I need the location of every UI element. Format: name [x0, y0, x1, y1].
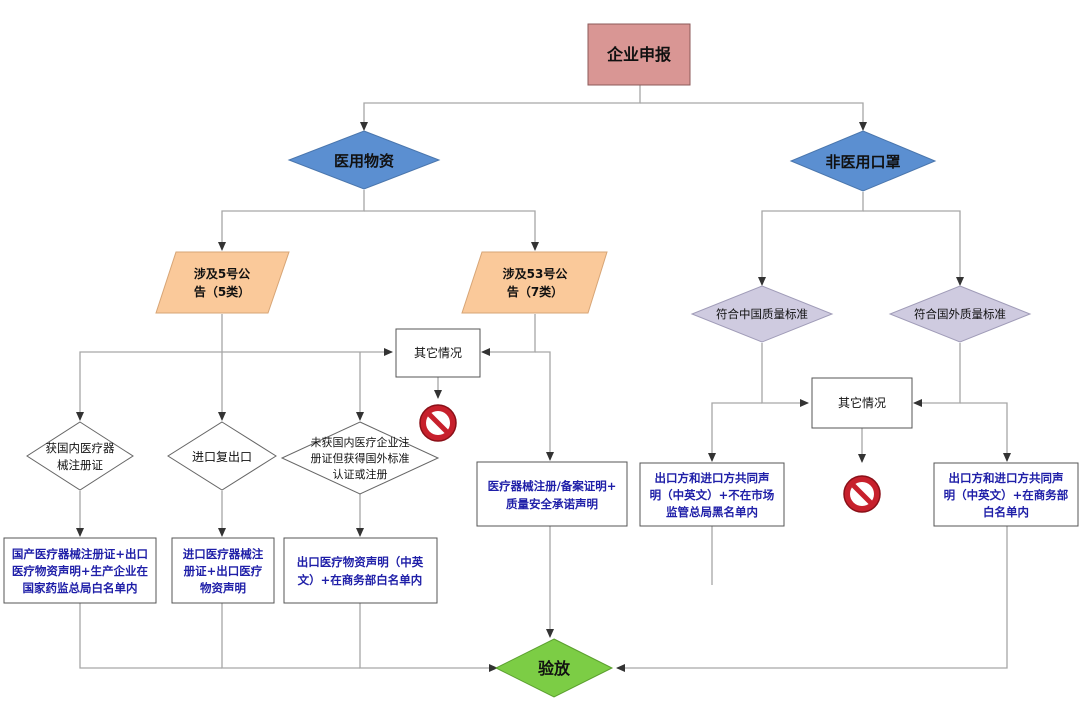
import-reexport-label: 进口复出口: [192, 450, 252, 464]
medical-label: 医用物资: [334, 152, 394, 170]
box-foreign-line-1: 出口医疗物资声明（中英: [297, 555, 424, 569]
domestic-requirements-box: 国产医疗器械注册证+出口 医疗物资声明+生产企业在 国家药监总局白名单内: [3, 537, 157, 604]
box-cn-line-1: 出口方和进口方共同声: [655, 471, 770, 485]
prohibited-icon: [419, 404, 457, 442]
notice-53-line-2: 告（7类）: [507, 284, 563, 299]
domestic-cert-line-2: 械注册证: [57, 458, 103, 472]
foreign-standard-decision: 未获国内医疗企业注 册证但获得国外标准 认证或注册: [280, 421, 440, 495]
non-medical-mask-decision: 非医用口罩: [789, 130, 937, 192]
box-foreign-line-2: 文）+在商务部白名单内: [298, 573, 423, 587]
cn-std-label: 符合中国质量标准: [716, 307, 808, 321]
box-import-line-3: 物资声明: [200, 581, 246, 595]
box-cn-line-3: 监管总局黑名单内: [666, 505, 758, 519]
foreign-std-line-2: 册证但获得国外标准: [311, 451, 410, 465]
nonmedical-label: 非医用口罩: [825, 153, 900, 171]
china-standard-requirements-box: 出口方和进口方共同声 明（中英文）+不在市场 监管总局黑名单内: [639, 462, 785, 527]
foreign-std-line-1: 未获国内医疗企业注: [311, 435, 410, 449]
other-cases-left: 其它情况: [395, 328, 481, 378]
foreign-quality-standard-decision: 符合国外质量标准: [888, 285, 1032, 343]
medical-supplies-decision: 医用物资: [287, 130, 441, 190]
release-label: 验放: [538, 659, 571, 678]
other-cases-right: 其它情况: [811, 377, 913, 429]
box-domestic-line-3: 国家药监总局白名单内: [23, 581, 138, 595]
notice-5-line-1: 涉及5号公: [194, 266, 250, 281]
box-foreign-decl-line-2: 明（中英文）+在商务部: [944, 488, 1069, 502]
start-label: 企业申报: [606, 45, 671, 64]
box-import-line-2: 册证+出口医疗: [184, 564, 263, 578]
box-cn-line-2: 明（中英文）+不在市场: [650, 488, 775, 502]
box-foreign-decl-line-3: 白名单内: [983, 505, 1029, 519]
foreign-quality-std-label: 符合国外质量标准: [914, 307, 1006, 321]
start-node: 企业申报: [587, 23, 691, 86]
import-reexport-decision: 进口复出口: [167, 421, 277, 491]
box-domestic-line-1: 国产医疗器械注册证+出口: [12, 547, 148, 561]
foreign-requirements-box: 出口医疗物资声明（中英 文）+在商务部白名单内: [283, 537, 438, 604]
china-standard-decision: 符合中国质量标准: [690, 285, 834, 343]
box-import-line-1: 进口医疗器械注: [183, 547, 264, 561]
prohibited-icon: [843, 475, 881, 513]
connectors: [76, 85, 1011, 672]
notice-53-requirements-box: 医疗器械注册/备案证明+ 质量安全承诺声明: [476, 461, 628, 527]
box-53-line-2: 质量安全承诺声明: [506, 497, 598, 511]
domestic-cert-line-1: 获国内医疗器: [46, 441, 115, 455]
notice-53-line-1: 涉及53号公: [503, 266, 568, 281]
box-53-line-1: 医疗器械注册/备案证明+: [488, 479, 617, 493]
other-left-label: 其它情况: [414, 345, 462, 360]
foreign-std-line-3: 认证或注册: [333, 467, 388, 481]
other-right-label: 其它情况: [838, 395, 886, 410]
box-domestic-line-2: 医疗物资声明+生产企业在: [12, 564, 149, 578]
box-foreign-decl-line-1: 出口方和进口方共同声: [949, 471, 1064, 485]
notice-5-line-2: 告（5类）: [194, 284, 250, 299]
release-node: 验放: [494, 638, 614, 698]
notice-5-node: 涉及5号公 告（5类）: [155, 251, 290, 314]
foreign-standard-requirements-box: 出口方和进口方共同声 明（中英文）+在商务部 白名单内: [933, 462, 1079, 527]
domestic-cert-decision: 获国内医疗器 械注册证: [26, 421, 134, 491]
notice-53-node: 涉及53号公 告（7类）: [461, 251, 608, 314]
import-requirements-box: 进口医疗器械注 册证+出口医疗 物资声明: [171, 537, 275, 604]
